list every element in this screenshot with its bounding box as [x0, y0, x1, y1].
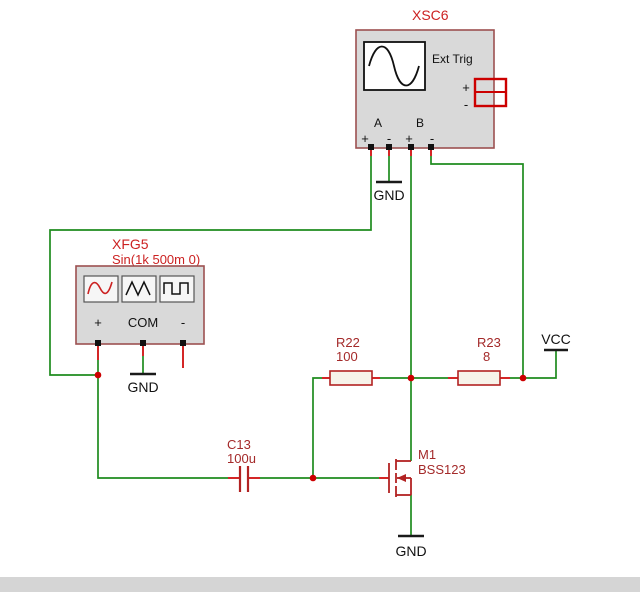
channel-b-label: B: [416, 116, 424, 130]
resistor-body[interactable]: [457, 370, 501, 386]
triangle-wave-button-icon: [125, 280, 151, 297]
terminal-b-plus[interactable]: [408, 144, 414, 150]
gnd-label: GND: [395, 543, 426, 559]
m1-part-label: BSS123: [418, 462, 466, 477]
gnd-label: GND: [127, 379, 158, 395]
junction-dot: [94, 371, 102, 379]
wire-scopeBminus-down[interactable]: [430, 156, 524, 378]
fg-minus-label: -: [181, 315, 185, 330]
channel-a-minus-label: -: [387, 131, 391, 146]
sine-wave-button-icon: [87, 281, 113, 295]
r22-ref-label: R22: [336, 335, 360, 350]
channel-b-plus-label: +: [405, 131, 413, 146]
square-wave-button-icon: [163, 282, 189, 295]
gnd-label: GND: [373, 187, 404, 203]
oscilloscope-xsc6[interactable]: XSC6 Ext Trig + - A B + - + -: [355, 7, 508, 150]
triangle-mode-button[interactable]: [121, 275, 157, 303]
wire-fg-to-c13[interactable]: [97, 360, 228, 479]
m1-ref-label: M1: [418, 447, 436, 462]
terminal-b-minus[interactable]: [428, 144, 434, 150]
ground-m1[interactable]: GND: [395, 534, 427, 559]
channel-a-plus-label: +: [361, 131, 369, 146]
r23-value-label: 8: [483, 349, 490, 364]
fg-ref-label: XFG5: [112, 236, 149, 252]
fg-plus-label: +: [94, 315, 102, 330]
wire-branch-r22[interactable]: [312, 377, 322, 478]
c13-ref-label: C13: [227, 437, 251, 452]
junction-dot: [309, 474, 317, 482]
terminal-fg-com[interactable]: [140, 340, 146, 346]
ext-trig-label: Ext Trig: [432, 52, 473, 66]
function-generator-xfg5[interactable]: XFG5 Sin(1k 500m 0) + COM -: [75, 236, 205, 346]
fg-com-label: COM: [128, 315, 158, 330]
ground-fg[interactable]: GND: [127, 372, 159, 395]
resistor-r22[interactable]: R22 100: [329, 335, 373, 386]
r22-value-label: 100: [336, 349, 358, 364]
sine-wave-icon: [368, 45, 420, 87]
wire-scopeA-to-fg[interactable]: [49, 156, 372, 376]
oscilloscope-terminals[interactable]: [368, 144, 434, 150]
mosfet-arrow: [397, 474, 406, 482]
vcc-terminal[interactable]: VCC: [541, 331, 571, 352]
fg-terminals[interactable]: [95, 340, 186, 346]
junction-dots: [94, 371, 527, 482]
terminal-fg-plus[interactable]: [95, 340, 101, 346]
mosfet-m1[interactable]: M1 BSS123: [388, 447, 466, 497]
fg-setting-label: Sin(1k 500m 0): [112, 252, 200, 267]
channel-a-label: A: [374, 116, 382, 130]
junction-dot: [519, 374, 527, 382]
junction-dot: [407, 374, 415, 382]
ext-trig-minus-label: -: [464, 97, 468, 112]
resistor-r23[interactable]: R23 8: [457, 335, 501, 386]
wire-r23-to-vcc[interactable]: [510, 350, 557, 379]
resistor-body[interactable]: [329, 370, 373, 386]
vcc-label: VCC: [541, 331, 571, 347]
ext-trig-plus-label: +: [462, 80, 470, 95]
capacitor-c13[interactable]: C13 100u: [227, 437, 256, 492]
wire-net[interactable]: [49, 156, 557, 536]
r23-ref-label: R23: [477, 335, 501, 350]
c13-value-label: 100u: [227, 451, 256, 466]
terminal-fg-minus[interactable]: [180, 340, 186, 346]
channel-b-minus-label: -: [430, 131, 434, 146]
terminal-a-minus[interactable]: [386, 144, 392, 150]
footer-strip: [0, 577, 640, 592]
oscilloscope-ref-label: XSC6: [412, 7, 449, 23]
square-mode-button[interactable]: [159, 275, 195, 303]
ground-scope[interactable]: GND: [373, 180, 405, 203]
terminal-a-plus[interactable]: [368, 144, 374, 150]
